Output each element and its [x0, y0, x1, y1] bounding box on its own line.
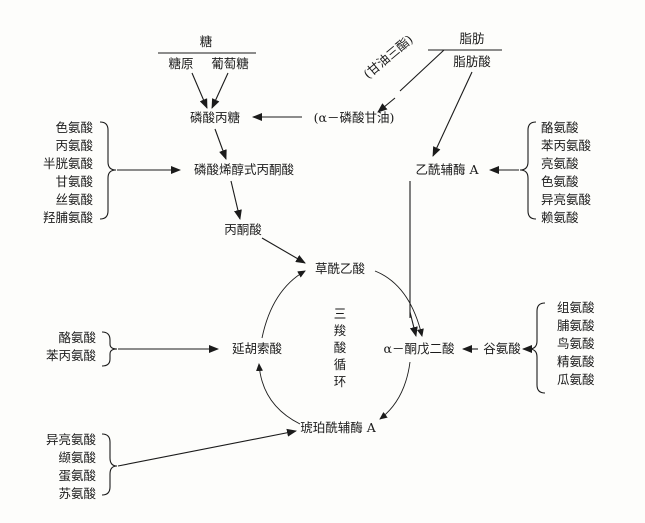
group-left-bottom: 异亮氨酸 缬氨酸 蛋氨酸 苏氨酸	[46, 432, 118, 501]
aa-item: 缬氨酸	[58, 450, 96, 465]
arc-akg-to-succinyl	[379, 361, 411, 420]
group-left-mid: 酪氨酸 苯丙氨酸	[46, 330, 118, 367]
tca-char: 酸	[334, 340, 347, 355]
label-glycogen: 糖原	[168, 56, 193, 71]
node-fumarate: 延胡索酸	[232, 341, 283, 356]
aa-item: 苯丙氨酸	[541, 138, 592, 153]
node-akg: α－酮戊二酸	[384, 341, 455, 356]
brace-right-top	[519, 121, 537, 220]
tca-char: 循	[334, 357, 347, 372]
aa-item: 色氨酸	[541, 174, 579, 189]
arrow-glycogen-to-phosphotriose	[191, 72, 208, 109]
aa-item: 赖氨酸	[541, 210, 579, 225]
aa-item: 鸟氨酸	[557, 336, 595, 351]
aa-item: 羟脯氨酸	[43, 210, 94, 225]
aa-item: 丙氨酸	[55, 138, 93, 153]
label-sugar: 糖	[200, 34, 213, 49]
label-glycerol-tri: (甘油三酯)	[360, 32, 415, 82]
aa-item: 精氨酸	[557, 354, 595, 369]
brace-right-mid	[528, 302, 546, 394]
node-glycerophosphate: (α－磷酸甘油)	[314, 110, 395, 125]
node-pyruvate: 丙酮酸	[224, 222, 262, 237]
label-fatty-acid: 脂肪酸	[453, 54, 491, 69]
aa-item: 亮氨酸	[541, 156, 579, 171]
brace-left-bottom	[101, 433, 118, 496]
aa-item: 酪氨酸	[58, 330, 96, 345]
group-right-top: 酪氨酸 苯丙氨酸 亮氨酸 色氨酸 异亮氨酸 赖氨酸	[519, 120, 592, 225]
aa-item: 瓜氨酸	[557, 372, 595, 387]
node-acetyl-coa: 乙酰辅酶 A	[415, 162, 479, 177]
aa-item: 苏氨酸	[58, 486, 96, 501]
node-oxaloacetate: 草酰乙酸	[315, 261, 366, 276]
group-right-mid: 组氨酸 脯氨酸 鸟氨酸 精氨酸 瓜氨酸	[528, 300, 595, 394]
arrow-phosphotriose-to-pep	[214, 128, 227, 160]
aa-item: 异亮氨酸	[541, 192, 592, 207]
aa-item: 甘氨酸	[55, 174, 93, 189]
aa-item: 蛋氨酸	[58, 468, 96, 483]
aa-item: 色氨酸	[55, 120, 93, 135]
brace-left-mid	[101, 331, 118, 367]
node-succinyl-coa: 琥珀酰辅酶 A	[300, 420, 376, 435]
node-pep: 磷酸烯醇式丙酮酸	[194, 162, 295, 177]
arc-succinyl-to-fumarate	[256, 363, 301, 425]
fat-divider	[399, 49, 502, 92]
arc-fumarate-to-oxaloacetate	[261, 270, 306, 339]
arrow-glucose-to-phosphotriose	[211, 72, 229, 109]
aa-item: 异亮氨酸	[46, 432, 97, 447]
aa-item: 酪氨酸	[541, 120, 579, 135]
node-glutamate: 谷氨酸	[483, 341, 521, 356]
label-fat: 脂肪	[459, 31, 484, 46]
aa-item: 组氨酸	[557, 300, 595, 315]
arrow-leftbottom-to-succinyl	[117, 428, 297, 467]
arrow-fattyacid-to-acetylcoa	[432, 71, 473, 157]
arrow-pyruvate-to-oxaloacetate	[261, 237, 306, 264]
aa-item: 半胱氨酸	[43, 156, 94, 171]
arrow-pep-to-pyruvate	[230, 180, 242, 220]
aa-item: 脯氨酸	[557, 318, 595, 333]
tca-char: 羧	[334, 323, 347, 338]
group-left-top: 色氨酸 丙氨酸 半胱氨酸 甘氨酸 丝氨酸 羟脯氨酸	[43, 120, 117, 225]
aa-item: 丝氨酸	[55, 192, 93, 207]
tca-label: 三 羧 酸 循 环	[334, 306, 347, 389]
aa-item: 苯丙氨酸	[46, 348, 97, 363]
tca-char: 环	[334, 374, 347, 389]
node-phosphotriose: 磷酸丙糖	[190, 110, 241, 125]
label-glucose: 葡萄糖	[211, 56, 249, 71]
arrow-acetylcoa-to-akg	[409, 311, 418, 337]
tca-char: 三	[334, 306, 347, 321]
arc-oxaloacetate-to-akg	[374, 270, 424, 337]
brace-left-top	[99, 121, 117, 220]
arrow-tri-to-glycerophosphate	[377, 97, 396, 113]
